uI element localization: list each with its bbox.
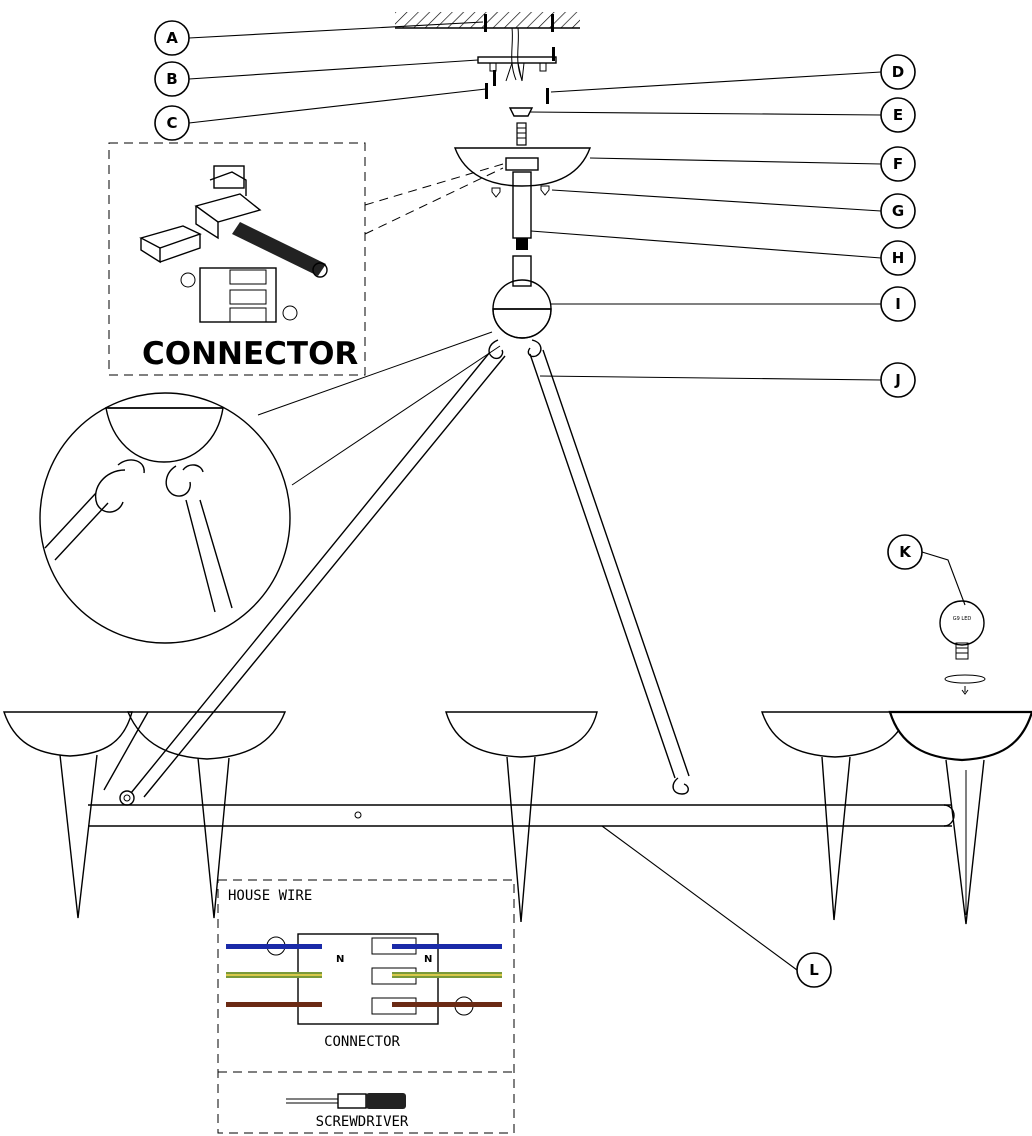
callout-c: C <box>154 105 190 141</box>
hub-hook-left <box>488 339 504 360</box>
screwdriver-label: SCREWDRIVER <box>316 1114 409 1130</box>
ceiling <box>395 12 580 81</box>
callout-l: L <box>796 952 832 988</box>
mounting-bracket <box>477 47 557 82</box>
threaded-tube-top <box>516 122 527 146</box>
hub-ball <box>492 279 552 339</box>
svg-text:L: L <box>809 961 819 979</box>
shade-2 <box>126 711 287 919</box>
callout-d: D <box>880 54 916 90</box>
svg-text:I: I <box>895 295 901 313</box>
shade-3 <box>445 711 598 923</box>
svg-text:F: F <box>893 155 903 173</box>
terminal-n-right: N <box>424 954 432 965</box>
wire-live-left <box>226 1002 322 1007</box>
wire-neutral-left <box>226 944 322 949</box>
wire-live-right <box>392 1002 502 1007</box>
screw-c <box>493 70 496 86</box>
screw-c2 <box>485 83 488 99</box>
hub-hook-right <box>527 339 542 358</box>
screwdriver-icon <box>286 1093 406 1109</box>
callout-i: I <box>880 286 916 322</box>
connector-inset: CONNECTOR <box>108 142 504 376</box>
wiring-inset: HOUSE WIRE N N CONNECTOR SCREWDRIVER <box>217 879 515 1134</box>
detail-magnifier <box>39 331 501 644</box>
svg-text:G: G <box>892 202 904 220</box>
shade-5 <box>888 710 1032 925</box>
screw-g-left <box>491 187 501 198</box>
wire-neutral-right <box>392 944 502 949</box>
wire-earth-stripe-left <box>226 974 322 976</box>
svg-text:A: A <box>166 29 178 47</box>
bulb-text: G9 LED <box>953 616 972 622</box>
screw-d <box>546 88 549 104</box>
svg-text:K: K <box>899 543 912 561</box>
connector-inset-title: CONNECTOR <box>142 336 358 372</box>
rod-end-left <box>103 711 149 791</box>
callout-k: K <box>887 534 923 570</box>
svg-text:J: J <box>894 371 901 389</box>
suspension-rods <box>119 349 690 806</box>
callout-g: G <box>880 193 916 229</box>
cable-grip <box>508 107 534 117</box>
leader-lines <box>188 21 966 971</box>
canopy <box>453 147 592 187</box>
downrod <box>512 171 532 287</box>
callout-b: B <box>154 61 190 97</box>
shade-4 <box>761 711 909 921</box>
callout-j: J <box>880 362 916 398</box>
terminal-n: N <box>336 954 344 965</box>
svg-text:C: C <box>166 114 177 132</box>
screw-g-right <box>540 185 550 196</box>
callout-e: E <box>880 97 916 133</box>
svg-text:B: B <box>166 70 177 88</box>
wiring-connector-label: CONNECTOR <box>324 1034 400 1050</box>
wire-earth-stripe-right <box>392 974 502 976</box>
svg-text:H: H <box>892 249 905 267</box>
svg-text:D: D <box>892 63 904 81</box>
house-wire-label: HOUSE WIRE <box>228 888 312 904</box>
callout-f: F <box>880 146 916 182</box>
callout-h: H <box>880 240 916 276</box>
callout-a: A <box>154 20 190 56</box>
bulb: G9 LED <box>939 600 986 695</box>
main-bar <box>88 804 955 827</box>
svg-text:E: E <box>893 106 903 124</box>
shade-1 <box>3 711 133 919</box>
